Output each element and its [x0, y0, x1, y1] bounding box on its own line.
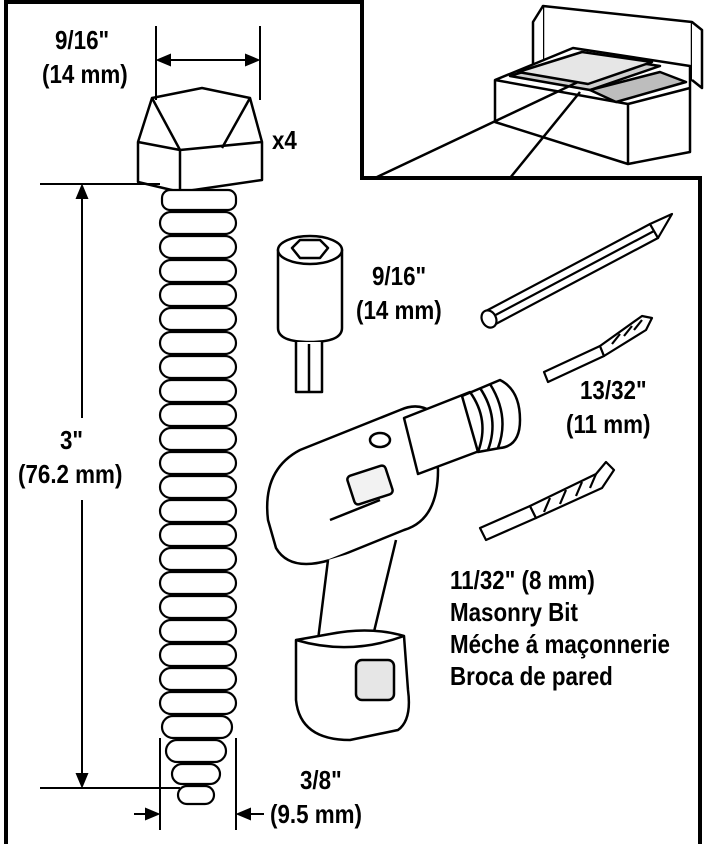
masonry-bit-size-label: 11/32" (8 mm)	[450, 565, 595, 595]
masonry-bit-name-fr: Méche á maçonnerie	[450, 629, 670, 659]
bolt-diameter-label: 3/8"	[300, 765, 342, 795]
cordless-drill-icon	[265, 378, 522, 742]
bolt-quantity-label: x4	[272, 125, 297, 155]
diameter-dimension	[134, 738, 264, 830]
frame-border	[4, 0, 702, 844]
bolt-head-size-label: 9/16"	[55, 25, 110, 55]
masonry-bit-icon	[478, 460, 616, 542]
pencil-icon	[480, 212, 674, 329]
masonry-bit-name-en: Masonry Bit	[450, 597, 578, 627]
socket-size-label: 9/16"	[372, 261, 427, 291]
socket-icon	[276, 234, 344, 394]
masonry-bit-name-es: Broca de pared	[450, 661, 613, 691]
toolbox-icon	[374, 4, 704, 180]
hex-bolt-head-icon	[136, 86, 264, 194]
drill-bit-icon	[542, 314, 654, 384]
head-width-dimension	[155, 26, 261, 100]
length-dimension	[40, 183, 180, 789]
socket-size-mm-label: (14 mm)	[356, 295, 442, 325]
bolt-diameter-mm-label: (9.5 mm)	[270, 799, 362, 829]
bolt-threads-icon	[158, 188, 238, 806]
drill-bit-size-label: 13/32"	[580, 375, 647, 405]
bolt-head-size-mm-label: (14 mm)	[42, 59, 128, 89]
bolt-length-label: 3"	[60, 425, 84, 455]
drill-bit-size-mm-label: (11 mm)	[566, 409, 651, 439]
bolt-length-mm-label: (76.2 mm)	[18, 459, 123, 489]
